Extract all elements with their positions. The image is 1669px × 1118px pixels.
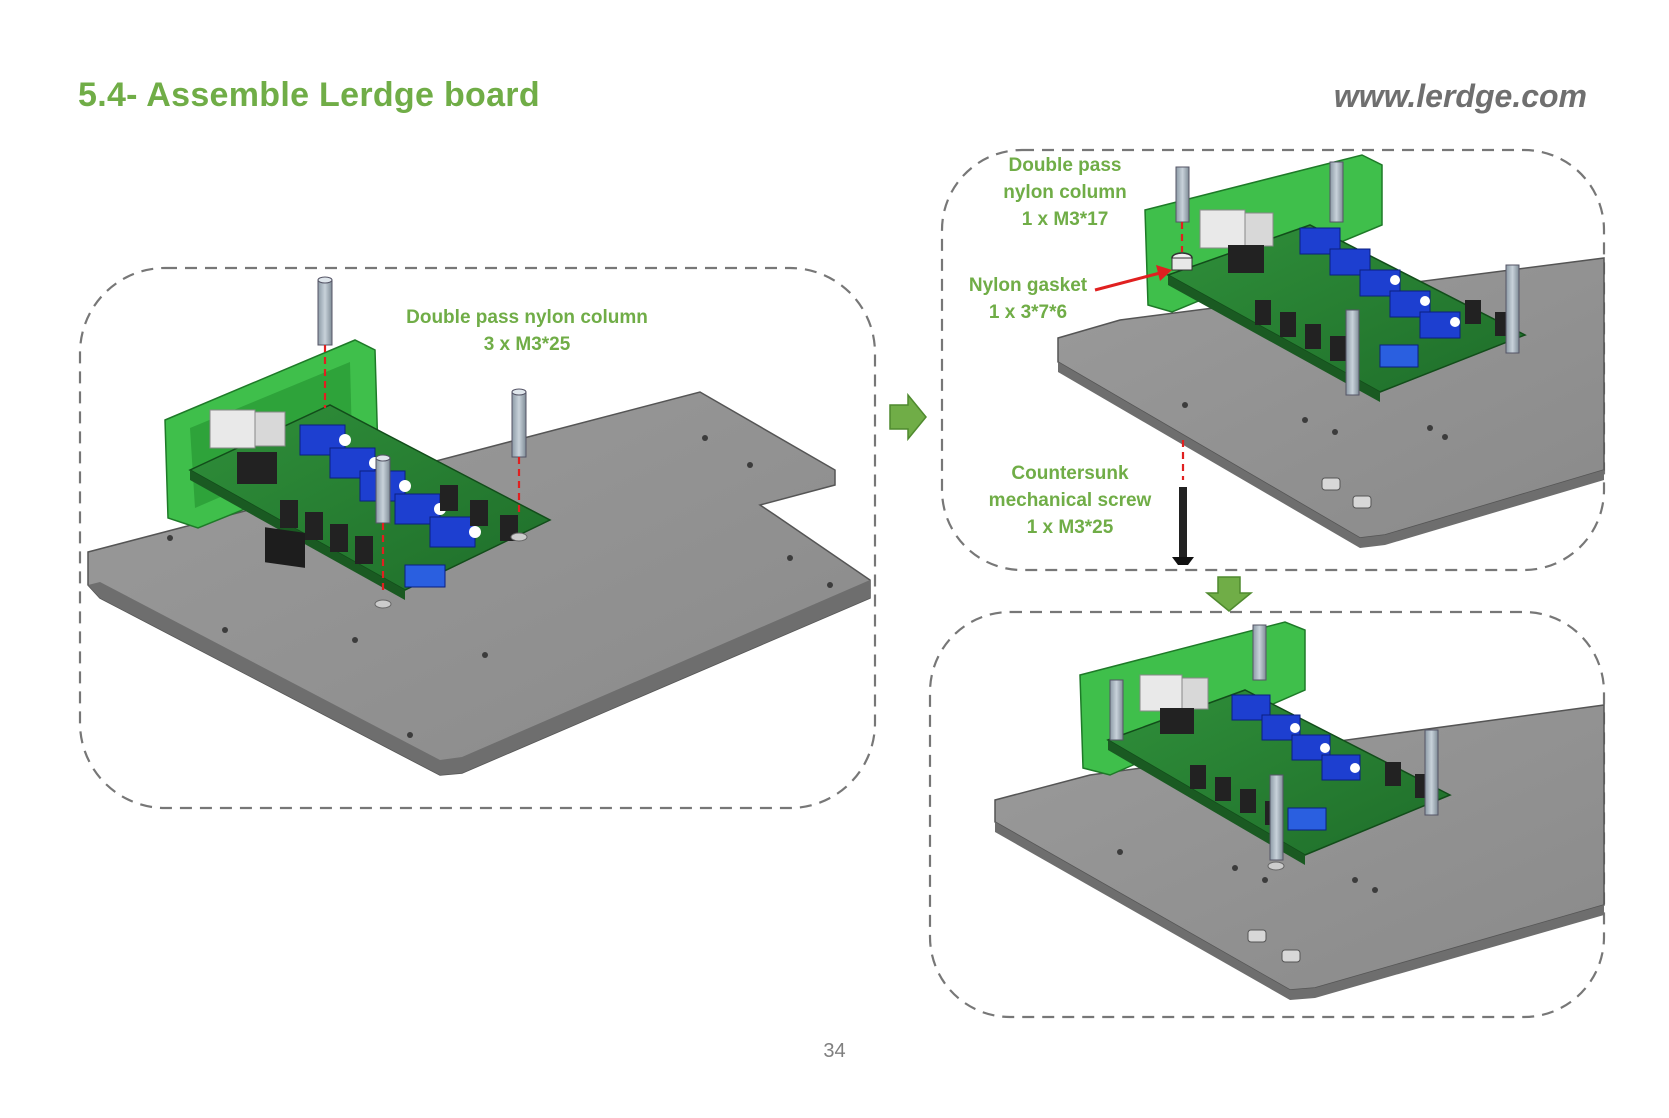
short-column-label-line2: nylon column xyxy=(1003,182,1127,203)
screw-label-line1: Countersunk xyxy=(1011,463,1129,484)
top-right-panel-frame xyxy=(940,148,1606,572)
right-arrow-icon xyxy=(889,392,927,442)
gasket-label: Nylon gasket 1 x 3*7*6 xyxy=(958,272,1098,326)
screw-label-line3: 1 x M3*25 xyxy=(1026,517,1114,538)
left-panel-frame xyxy=(78,266,877,810)
down-arrow-icon xyxy=(1204,576,1254,612)
left-standoff-3 xyxy=(375,457,391,524)
left-standoff-1 xyxy=(317,279,333,346)
section-title: 5.4- Assemble Lerdge board xyxy=(78,76,540,114)
screw-label-line2: mechanical screw xyxy=(988,490,1152,511)
left-column-label: Double pass nylon column 3 x M3*25 xyxy=(382,304,672,358)
bottom-right-assembly xyxy=(994,621,1605,1000)
top-right-standoff-short xyxy=(1175,166,1190,223)
gasket-label-line2: 1 x 3*7*6 xyxy=(988,302,1068,323)
top-right-assembly xyxy=(1057,154,1605,565)
page-number: 34 xyxy=(823,1040,846,1062)
left-column-label-line2: 3 x M3*25 xyxy=(483,334,571,355)
left-column-label-line1: Double pass nylon column xyxy=(406,307,648,328)
left-standoff-2 xyxy=(511,391,527,458)
screw-label: Countersunk mechanical screw 1 x M3*25 xyxy=(980,460,1160,541)
short-column-label: Double pass nylon column 1 x M3*17 xyxy=(990,152,1140,233)
gasket-label-line1: Nylon gasket xyxy=(968,275,1088,296)
left-assembly xyxy=(87,276,871,776)
website-url: www.lerdge.com xyxy=(1333,78,1587,114)
countersunk-screw xyxy=(1172,487,1194,565)
gasket-pointer-arrow xyxy=(1094,265,1172,292)
short-column-label-line1: Double pass xyxy=(1008,155,1122,176)
short-column-label-line3: 1 x M3*17 xyxy=(1021,209,1109,230)
